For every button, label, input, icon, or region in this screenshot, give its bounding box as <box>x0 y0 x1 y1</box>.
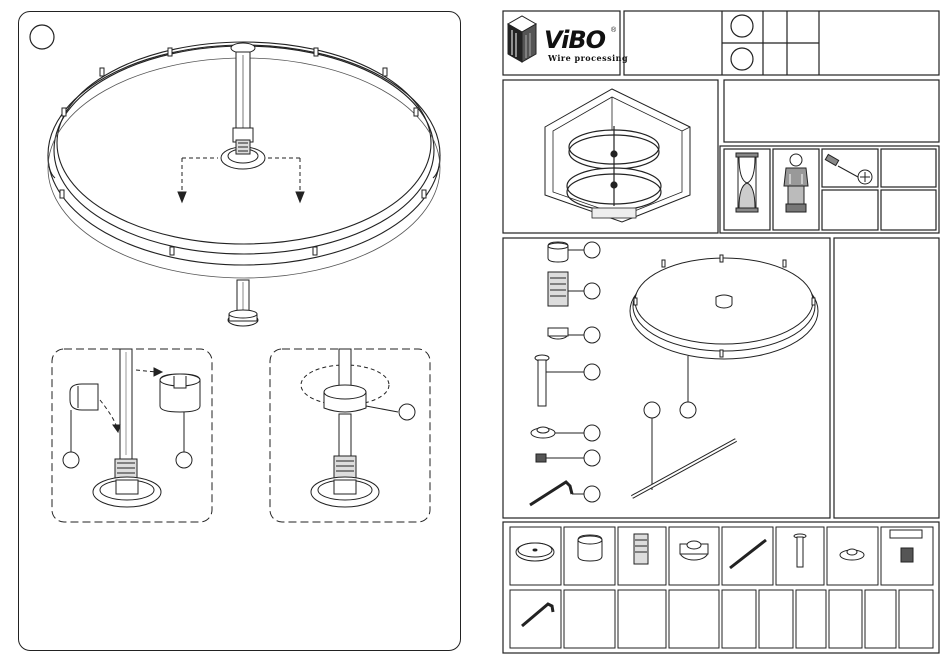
parts-list-box <box>503 238 830 518</box>
tools-box <box>720 146 939 233</box>
brand-tagline: Wire processing <box>548 53 628 63</box>
brand-logo: ViBO <box>544 26 605 54</box>
worker-icon <box>784 154 808 212</box>
parts-list-items <box>530 242 600 505</box>
registered-mark: ® <box>611 27 616 34</box>
left-page-frame <box>18 11 461 651</box>
logo-cube-icon <box>508 16 536 62</box>
parts-tray <box>630 255 818 497</box>
table-part-icons <box>516 530 922 626</box>
parts-table <box>503 522 939 653</box>
notes-box <box>834 238 939 518</box>
product-text-box <box>724 80 939 142</box>
hourglass-icon <box>736 153 758 212</box>
phillips-head-icon <box>858 170 872 184</box>
product-view <box>503 80 718 233</box>
screwdriver-icon <box>825 154 858 177</box>
